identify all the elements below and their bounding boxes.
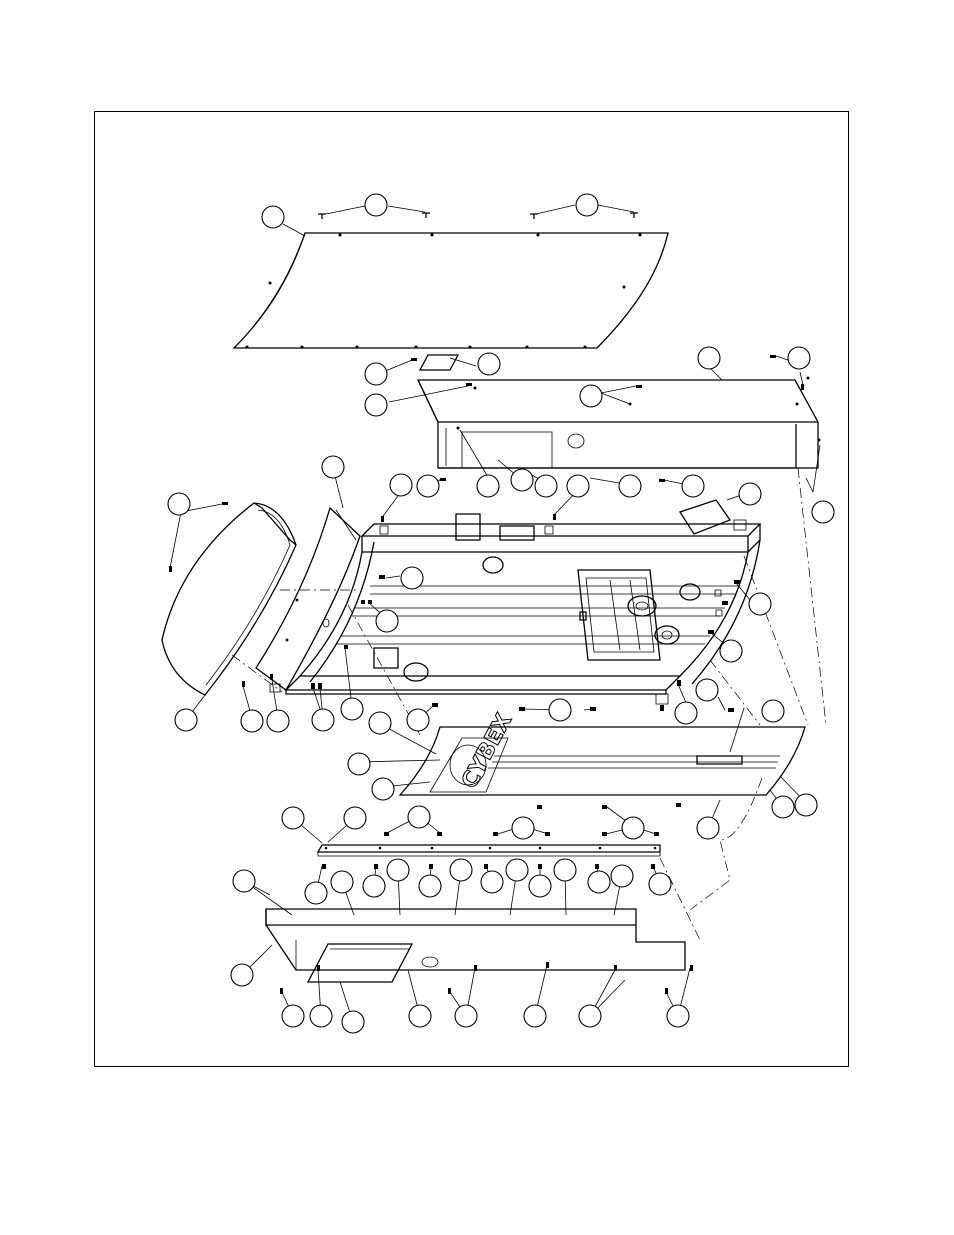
callout-bubble [365,194,387,216]
callout-bubble [282,1005,304,1027]
callout-bubble [331,871,353,893]
callout-bubble [588,871,610,893]
main-frame [270,500,760,704]
callout-bubble [390,474,412,496]
callout-bubble [365,394,387,416]
callout-bubble [341,698,363,720]
callout-bubble [696,679,718,701]
callout-bubble [282,807,304,829]
callout-bubble [372,778,394,800]
callout-bubble [231,964,253,986]
callout-bubble [675,702,697,724]
callout-bubble [417,475,439,497]
callout-bubble [363,875,385,897]
callout-bubble [409,1005,431,1027]
callout-bubble [407,709,429,731]
callout-bubble [795,794,817,816]
top-hood-panel [234,233,668,349]
callout-bubble [554,859,576,881]
callout-bubble [478,353,500,375]
top-screws [318,205,638,219]
callout-bubble [267,710,289,732]
logo-text: CYBEX [457,710,517,793]
callout-bubble [342,1011,364,1033]
callout-bubble [241,710,263,732]
callout-bubble [481,871,503,893]
callout-bubble [611,865,633,887]
callout-bubble [772,796,794,818]
callout-bubble [529,875,551,897]
callout-bubble [622,817,644,839]
callout-bubble [348,753,370,775]
callout-bubble [682,475,704,497]
callout-bubble [344,807,366,829]
callout-bubble [788,347,810,369]
callout-bubble [310,1005,332,1027]
callout-bubble [619,475,641,497]
callout-bubble [322,456,344,478]
upper-shroud [418,355,821,468]
callout-bubble [477,475,499,497]
logo-cover-panel: CYBEX [400,709,805,795]
callout-bubble [450,859,472,881]
lower-strip [318,845,660,856]
callout-bubble [365,363,387,385]
callout-bubble [580,385,602,407]
callout-bubble [739,483,761,505]
callout-bubble [419,875,441,897]
drawing-frame [94,111,849,1067]
end-cap [162,503,296,695]
callout-bubbles [168,194,834,1033]
callout-bubble [506,859,528,881]
callout-bubble [175,709,197,731]
left-side-panel [256,508,360,690]
leader-lines [170,224,820,1022]
callout-bubble [698,347,720,369]
base-tray [266,909,685,982]
callout-bubble [387,859,409,881]
callout-bubble [649,873,671,895]
callout-bubble [262,206,284,228]
assembly-lines [232,468,826,940]
callout-bubble [576,194,598,216]
callout-bubble [567,475,589,497]
callout-bubble [233,870,255,892]
callout-bubble [369,712,391,734]
callout-bubble [168,493,190,515]
callout-bubble [667,1005,689,1027]
callout-bubble [401,567,423,589]
callout-bubble [511,469,533,491]
callout-bubble [455,1005,477,1027]
callout-bubble [579,1005,601,1027]
callout-bubble [535,475,557,497]
callout-bubble [376,610,398,632]
callout-bubble [524,1005,546,1027]
callout-bubble [812,501,834,523]
callout-bubble [408,806,430,828]
callout-bubble [720,640,742,662]
callout-bubble [312,709,334,731]
callout-bubble [697,817,719,839]
callout-bubble [749,593,771,615]
callout-bubble [762,700,784,722]
callout-bubble [305,882,327,904]
callout-bubble [549,699,571,721]
callout-bubble [512,817,534,839]
